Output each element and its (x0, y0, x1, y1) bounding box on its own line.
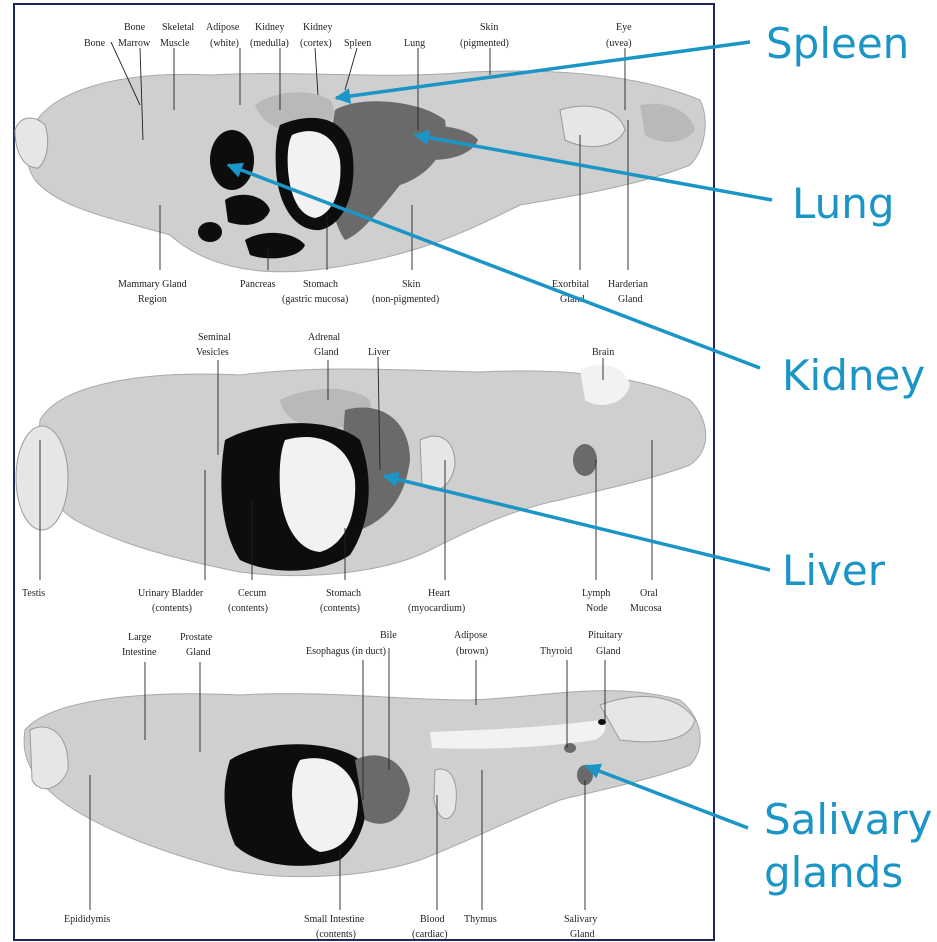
label-stomach-contents-2: (contents) (320, 603, 360, 614)
callout-salivary-2: glands (764, 848, 903, 897)
label-lymph-1: Lymph (582, 588, 610, 599)
label-small-intestine-1: Small Intestine (304, 914, 365, 925)
label-bladder-2: (contents) (152, 603, 192, 614)
label-salivary-2: Gland (570, 929, 594, 940)
label-skin-pigmented-2: (pigmented) (460, 38, 509, 49)
label-skin-nonpig-1: Skin (402, 279, 420, 290)
callout-spleen: Spleen (766, 19, 909, 68)
label-exorbital-1: Exorbital (552, 279, 589, 290)
label-kidney-medulla-1: Kidney (255, 22, 284, 33)
label-cecum-2: (contents) (228, 603, 268, 614)
label-eye-1: Eye (616, 22, 632, 33)
label-bone-marrow-1: Bone (124, 22, 146, 33)
label-stomach-2: (gastric mucosa) (282, 294, 348, 305)
label-pituitary-1: Pituitary (588, 630, 622, 641)
label-large-intestine-1: Large (128, 632, 152, 643)
label-oral-1: Oral (640, 588, 658, 599)
label-esophagus: Esophagus (in duct) (306, 646, 386, 657)
label-oral-2: Mucosa (630, 603, 662, 614)
label-blood-2: (cardiac) (412, 929, 448, 940)
label-kidney-cortex-2: (cortex) (300, 38, 332, 49)
label-salivary-1: Salivary (564, 914, 597, 925)
label-heart-2: (myocardium) (408, 603, 465, 614)
label-adrenal-1: Adrenal (308, 332, 340, 343)
label-lung: Lung (404, 38, 425, 49)
label-thyroid: Thyroid (540, 646, 572, 657)
label-harderian-2: Gland (618, 294, 642, 305)
label-prostate-2: Gland (186, 647, 210, 658)
label-pancreas: Pancreas (240, 279, 276, 290)
label-skeletal-1: Skeletal (162, 22, 194, 33)
label-bone: Bone (84, 38, 106, 49)
label-blood-1: Blood (420, 914, 444, 925)
label-stomach-contents-1: Stomach (326, 588, 361, 599)
label-skin-nonpig-2: (non-pigmented) (372, 294, 439, 305)
label-epididymis: Epididymis (64, 914, 110, 925)
label-adipose-white-1: Adipose (206, 22, 240, 33)
label-eye-2: (uvea) (606, 38, 632, 49)
label-brain: Brain (592, 347, 614, 358)
label-lymph-2: Node (586, 603, 608, 614)
callout-labels: Spleen Lung Kidney Liver Salivary glands (764, 19, 932, 897)
label-kidney-cortex-1: Kidney (303, 22, 332, 33)
label-bone-marrow-2: Marrow (118, 38, 151, 49)
label-stomach-1: Stomach (303, 279, 338, 290)
label-kidney-medulla-2: (medulla) (250, 38, 289, 49)
label-large-intestine-2: Intestine (122, 647, 157, 658)
label-cecum-1: Cecum (238, 588, 267, 599)
label-bile-1: Bile (380, 630, 397, 641)
label-spleen: Spleen (344, 38, 371, 49)
callout-lung: Lung (792, 179, 895, 228)
label-adrenal-2: Gland (314, 347, 338, 358)
callout-salivary-1: Salivary (764, 795, 932, 844)
label-pituitary-2: Gland (596, 646, 620, 657)
label-adipose-white-2: (white) (210, 38, 239, 49)
label-bladder-1: Urinary Bladder (138, 588, 204, 599)
label-prostate-1: Prostate (180, 632, 213, 643)
label-skeletal-2: Muscle (160, 38, 190, 49)
label-small-intestine-2: (contents) (316, 929, 356, 940)
label-thymus: Thymus (464, 914, 497, 925)
label-skin-pigmented-1: Skin (480, 22, 498, 33)
label-adipose-brown-1: Adipose (454, 630, 488, 641)
label-adipose-brown-2: (brown) (456, 646, 488, 657)
label-seminal-1: Seminal (198, 332, 231, 343)
callout-kidney: Kidney (782, 351, 925, 400)
label-testis: Testis (22, 588, 45, 599)
label-liver: Liver (368, 347, 390, 358)
callout-liver: Liver (782, 546, 886, 595)
label-seminal-2: Vesicles (196, 347, 229, 358)
label-harderian-1: Harderian (608, 279, 648, 290)
label-mammary-1: Mammary Gland (118, 279, 187, 290)
label-heart-1: Heart (428, 588, 450, 599)
label-mammary-2: Region (138, 294, 167, 305)
